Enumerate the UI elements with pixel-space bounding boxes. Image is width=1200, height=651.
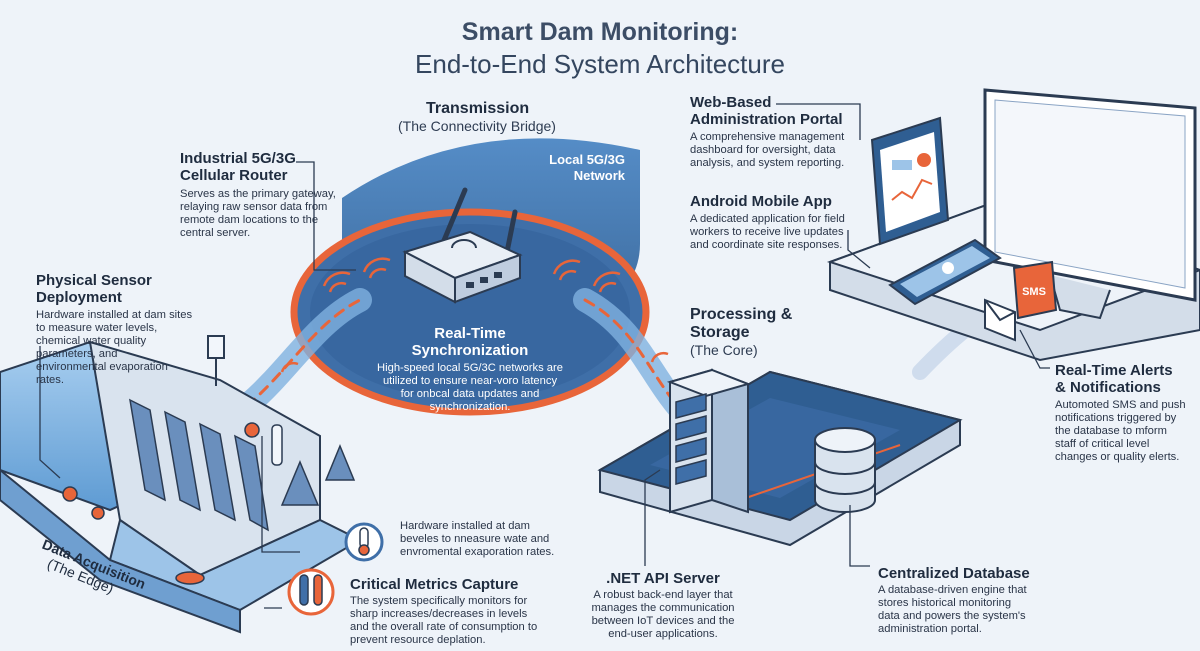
transmission-heading: Transmission	[426, 100, 530, 117]
alerts-callout: Real-Time Alerts & Notifications Automot…	[1055, 362, 1197, 464]
router-callout: Industrial 5G/3G Cellular Router Serves …	[180, 150, 350, 240]
router-description-line: relaying raw sensor data from	[180, 201, 328, 213]
router-heading-line1: Industrial 5G/3G	[180, 150, 296, 167]
sensor-heading-line2: Deployment	[36, 289, 122, 306]
api-callout: .NET API Server A robust back-end layer …	[578, 570, 748, 641]
alerts-description-line: staff of critical level	[1055, 438, 1150, 450]
signal-icon	[280, 257, 669, 373]
database-description-line: stores historical monitoring	[878, 597, 1012, 609]
mobile-description-line: A dedicated application for field	[690, 213, 845, 225]
processing-callout: Processing & Storage (The Core)	[690, 306, 830, 358]
sync-heading-line1: Real-Time	[434, 325, 506, 342]
laptop-icon	[870, 116, 950, 246]
router-description-line: central server.	[180, 227, 251, 239]
mobile-heading: Android Mobile App	[690, 193, 832, 210]
core-platform	[597, 370, 963, 547]
server-icon	[666, 368, 752, 514]
alerts-description-line: notifications triggered by	[1055, 412, 1177, 424]
sync-callout: Real-Time Synchronization High-speed loc…	[375, 325, 565, 414]
mobile-callout: Android Mobile App A dedicated applicati…	[690, 193, 870, 252]
api-heading: .NET API Server	[606, 570, 720, 587]
mobile-description-line: workers to receive live updates	[690, 226, 844, 238]
phone-icon	[888, 238, 1002, 306]
sensor-icon	[62, 422, 356, 585]
processing-heading-line2: Storage	[690, 324, 750, 341]
database-description-line: administration portal.	[878, 623, 982, 635]
database-callout: Centralized Database A database-driven e…	[878, 565, 1078, 636]
router-icon	[402, 187, 523, 304]
api-description-line: between IoT devices and the	[591, 615, 735, 627]
transmission-subheading: (The Connectivity Bridge)	[398, 118, 556, 134]
sensor-description-line: parameters, and	[36, 348, 118, 360]
sensor-description-line: environmental evaporation	[36, 361, 168, 373]
metrics-description-line: The system specifically monitors for	[350, 595, 528, 607]
portal-heading-line2: Administration Portal	[690, 111, 843, 128]
metrics-description-line: prevent resource deplation.	[350, 634, 486, 646]
sync-description-line: synchronization.	[429, 401, 511, 413]
alerts-description-line: changes or quality elerts.	[1055, 451, 1180, 463]
network-label: Local 5G/3G Network	[520, 152, 625, 184]
portal-heading-line1: Web-Based	[690, 94, 772, 111]
alerts-description-line: Automoted SMS and push	[1055, 399, 1186, 411]
metrics-description-line: and the overall rate of consumption to	[350, 621, 538, 633]
sensor-description-line: rates.	[36, 374, 64, 386]
metrics-description-line: sharp increases/decreases in levels	[350, 608, 528, 620]
test-tube-icon	[287, 568, 335, 616]
router-description-line: Serves as the primary gateway,	[180, 188, 336, 200]
metrics-callout: Critical Metrics Capture The system spec…	[350, 576, 570, 647]
database-description-line: A database-driven engine that	[878, 584, 1027, 596]
envelope-icon	[984, 298, 1016, 342]
alerts-heading-line1: Real-Time Alerts	[1055, 362, 1173, 379]
database-description-line: data and powers the system's	[878, 610, 1026, 622]
network-blob	[290, 138, 650, 416]
api-description-line: manages the communication	[591, 602, 735, 614]
database-heading: Centralized Database	[878, 565, 1030, 582]
sync-description-line: utilized to ensure near-voro latency	[382, 375, 558, 387]
database-icon	[814, 427, 876, 513]
portal-description-line: dashboard for oversight, data	[690, 144, 836, 156]
hardware-note: Hardware installed at dam beveles to nne…	[400, 520, 580, 559]
api-description-line: A robust back-end layer that	[593, 589, 733, 601]
network-label-line2: Network	[573, 168, 625, 183]
sensor-description-line: chemical water quality	[36, 335, 147, 347]
thermometer-icon	[344, 522, 384, 562]
router-heading-line2: Cellular Router	[180, 167, 288, 184]
processing-heading-line1: Processing &	[690, 306, 793, 323]
processing-subheading: (The Core)	[690, 342, 758, 358]
alerts-heading-line2: & Notifications	[1055, 379, 1161, 396]
sync-description-line: for onbcal data updates and	[400, 388, 540, 400]
alerts-description-line: the database to mform	[1055, 425, 1167, 437]
api-description-line: end-user applications.	[608, 628, 718, 640]
sensor-callout: Physical Sensor Deployment Hardware inst…	[36, 272, 206, 387]
page-title: Smart Dam Monitoring:	[461, 18, 739, 46]
mobile-description-line: and coordinate site responses.	[690, 239, 843, 251]
sensor-description-line: Hardware installed at dam sites	[36, 309, 193, 321]
hardware-note-line: Hardware installed at dam	[400, 520, 530, 532]
metrics-heading: Critical Metrics Capture	[350, 576, 519, 593]
sync-description-line: High-speed local 5G/3C networks are	[377, 362, 563, 374]
sync-heading-line2: Synchronization	[411, 342, 529, 359]
leader-lines	[39, 103, 1050, 609]
svg-text:SMS: SMS	[1022, 286, 1046, 298]
sms-badge-icon: SMS	[1012, 260, 1058, 320]
hardware-note-line: envromental exaporation rates.	[400, 546, 555, 558]
router-description-line: remote dam locations to the	[180, 214, 319, 226]
hardware-note-line: beveles to nneasure wate and	[400, 533, 550, 545]
page-subtitle: End-to-End System Architecture	[415, 49, 785, 79]
portal-description-line: A comprehensive management	[690, 131, 845, 143]
portal-description-line: analysis, and system reporting.	[690, 157, 845, 169]
sensor-heading-line1: Physical Sensor	[36, 272, 152, 289]
network-label-line1: Local 5G/3G	[549, 152, 625, 167]
sensor-description-line: to measure water levels,	[36, 322, 158, 334]
portal-callout: Web-Based Administration Portal A compre…	[690, 94, 870, 170]
